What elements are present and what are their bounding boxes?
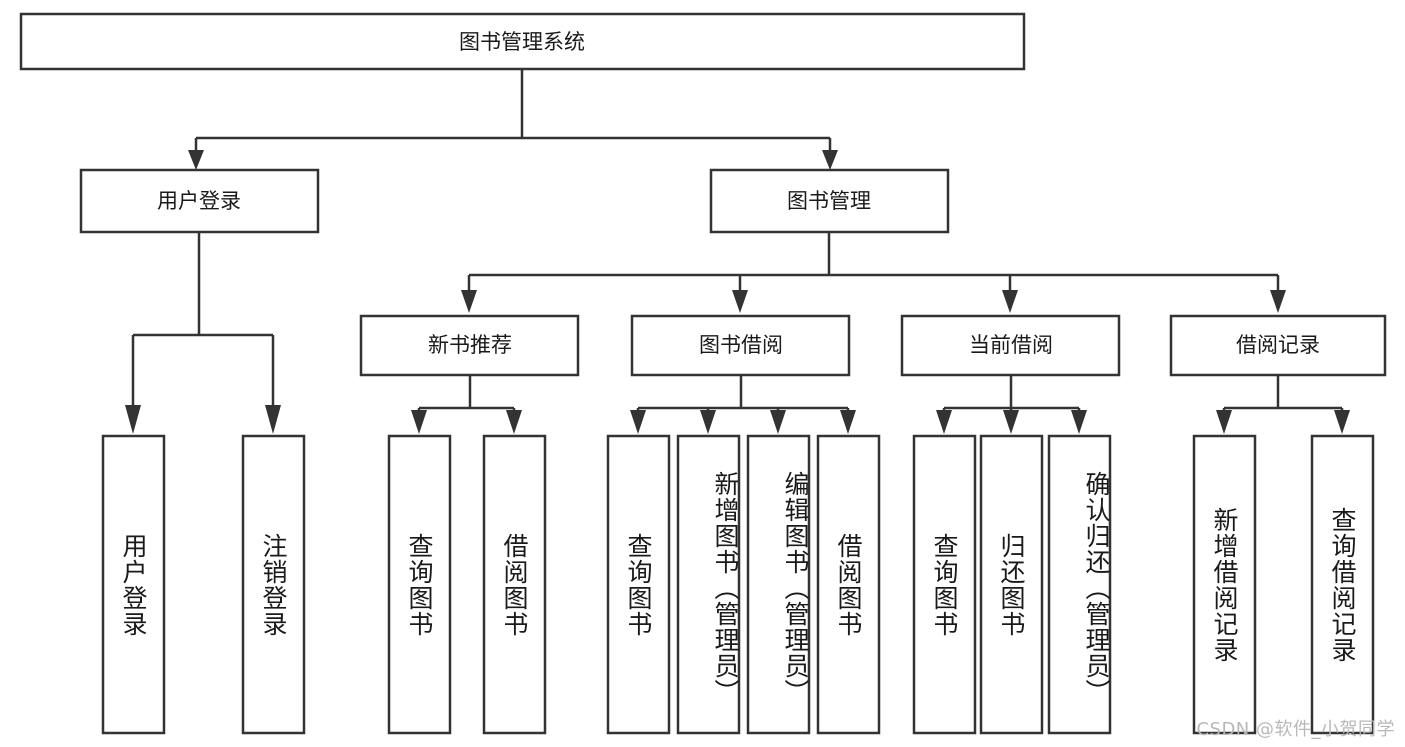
leaf-box-current-3[interactable] [1047, 434, 1112, 735]
leaf-box-borrow-3[interactable] [746, 434, 811, 735]
arrowhead-l2-4 [1270, 290, 1286, 313]
arrowhead-userlogin-2 [265, 405, 281, 434]
arrowhead-borrow-3 [770, 410, 786, 434]
arrowhead-recommend-2 [506, 410, 522, 434]
arrowhead-borrow-4 [840, 410, 856, 434]
arrowhead-l1-left [188, 150, 204, 170]
node-borrow-record-rect[interactable] [1169, 314, 1387, 377]
node-book-manage[interactable]: 图书管理 [709, 168, 950, 234]
leaf-box-borrow-4[interactable] [816, 434, 881, 735]
node-current-borrow-label: 当前借阅 [969, 333, 1053, 357]
leaf-box-user-login-1[interactable] [101, 434, 166, 735]
leaf-box-record-2[interactable] [1310, 434, 1375, 735]
arrowhead-userlogin-1 [125, 405, 141, 434]
node-book-borrow[interactable]: 图书借阅 [630, 314, 851, 377]
arrowhead-borrow-2 [700, 410, 716, 434]
node-user-login[interactable]: 用户登录 [79, 168, 320, 234]
arrowhead-current-3 [1071, 410, 1087, 434]
leaf-box-record-1[interactable] [1192, 434, 1257, 735]
node-book-borrow-rect[interactable] [630, 314, 851, 377]
leaf-box-user-login-2[interactable] [241, 434, 306, 735]
node-root-rect[interactable] [19, 12, 1026, 71]
arrowhead-recommend-1 [411, 410, 427, 434]
node-book-manage-label: 图书管理 [787, 189, 871, 213]
arrowhead-current-1 [936, 410, 952, 434]
leaf-box-recommend-2[interactable] [482, 434, 547, 735]
leaf-box-current-1[interactable] [912, 434, 977, 735]
arrowhead-record-2 [1334, 410, 1350, 434]
node-user-login-label: 用户登录 [157, 189, 241, 213]
arrowhead-l1-right [822, 150, 838, 170]
leaf-box-recommend-1[interactable] [387, 434, 452, 735]
node-root-label: 图书管理系统 [459, 30, 585, 54]
arrowhead-l2-1 [461, 290, 477, 313]
arrowhead-current-2 [1003, 410, 1019, 434]
leaf-box-borrow-2[interactable] [676, 434, 741, 735]
arrowhead-l2-3 [1002, 290, 1018, 313]
node-current-borrow[interactable]: 当前借阅 [900, 314, 1121, 377]
arrowhead-l2-2 [732, 290, 748, 313]
node-current-borrow-rect[interactable] [900, 314, 1121, 377]
arrowhead-borrow-1 [630, 410, 646, 434]
node-new-book-recommend-rect[interactable] [359, 314, 580, 377]
node-borrow-record-label: 借阅记录 [1236, 333, 1320, 357]
arrowhead-record-1 [1216, 410, 1232, 434]
leaf-box-borrow-1[interactable] [606, 434, 671, 735]
leaf-box-current-2[interactable] [979, 434, 1044, 735]
node-borrow-record[interactable]: 借阅记录 [1169, 314, 1387, 377]
node-root[interactable]: 图书管理系统 [19, 12, 1026, 71]
node-new-book-recommend-label: 新书推荐 [428, 333, 512, 357]
node-new-book-recommend[interactable]: 新书推荐 [359, 314, 580, 377]
node-book-borrow-label: 图书借阅 [699, 333, 783, 357]
node-book-manage-rect[interactable] [709, 168, 950, 234]
watermark-text: CSDN @软件_小贺同学 [1196, 719, 1395, 740]
